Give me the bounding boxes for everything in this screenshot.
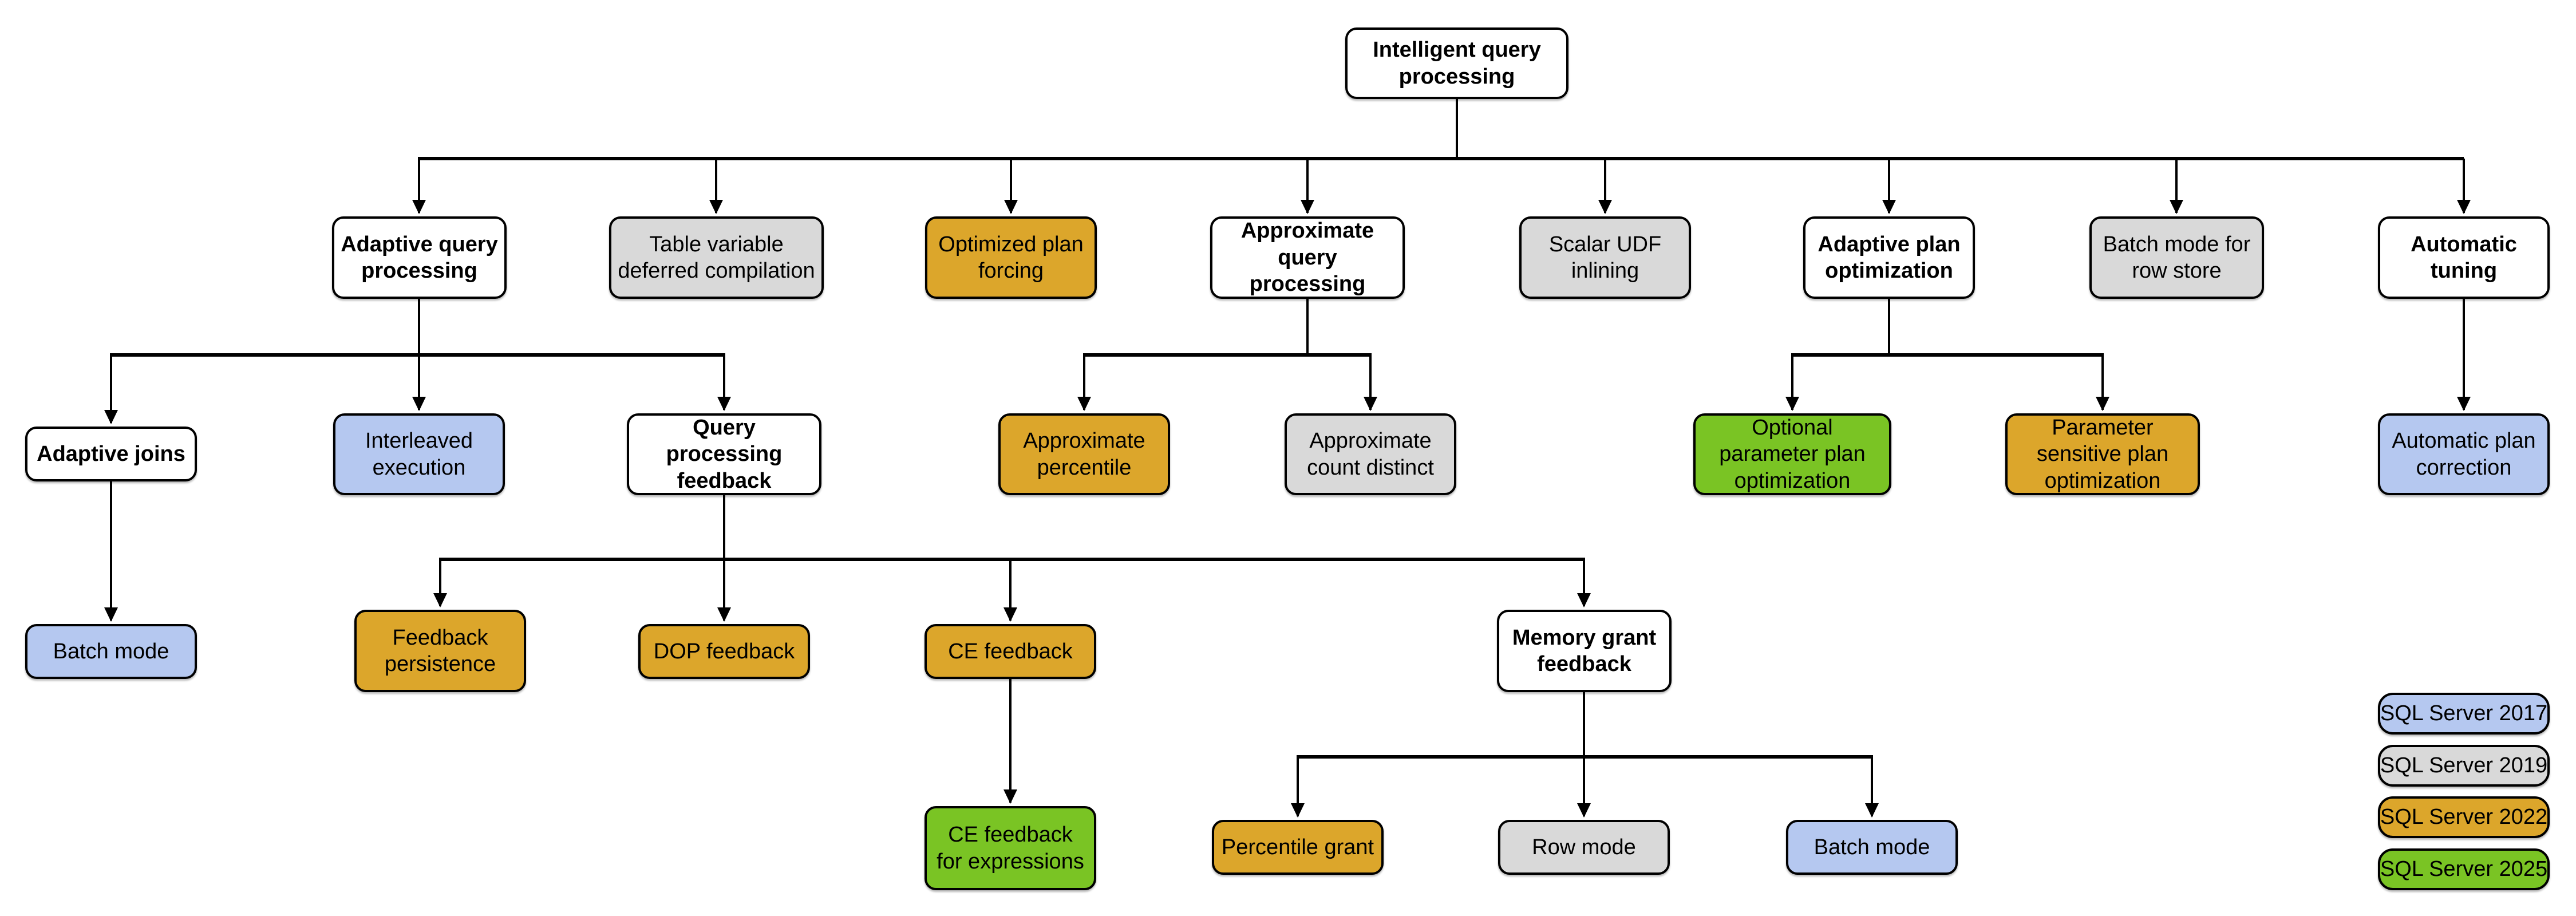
node-optional-parameter-plan-optimization: Optional parameter plan optimization <box>1693 413 1891 495</box>
node-automatic-plan-correction: Automatic plan correction <box>2378 413 2550 495</box>
node-batch-mode-for-row-store: Batch mode for row store <box>2089 216 2264 299</box>
node-percentile-grant: Percentile grant <box>1212 820 1384 875</box>
legend-sql-server-2019: SQL Server 2019 <box>2378 745 2550 787</box>
node-automatic-tuning: Automatic tuning <box>2378 216 2550 299</box>
legend-sql-server-2017: SQL Server 2017 <box>2378 693 2550 735</box>
node-batch-mode-memory-grant: Batch mode <box>1786 820 1958 875</box>
node-scalar-udf-inlining: Scalar UDF inlining <box>1519 216 1691 299</box>
node-optimized-plan-forcing: Optimized plan forcing <box>925 216 1097 299</box>
node-ce-feedback: CE feedback <box>924 624 1096 679</box>
node-memory-grant-feedback: Memory grant feedback <box>1497 610 1672 692</box>
legend-sql-server-2025: SQL Server 2025 <box>2378 848 2550 890</box>
node-interleaved-execution: Interleaved execution <box>333 413 505 495</box>
node-query-processing-feedback: Query processing feedback <box>627 413 821 495</box>
node-intelligent-query-processing: Intelligent query processing <box>1345 27 1568 99</box>
node-parameter-sensitive-plan-optimization: Parameter sensitive plan optimization <box>2005 413 2200 495</box>
node-batch-mode-adaptive-joins: Batch mode <box>25 624 197 679</box>
legend-sql-server-2022: SQL Server 2022 <box>2378 796 2550 838</box>
node-feedback-persistence: Feedback persistence <box>354 610 526 692</box>
node-dop-feedback: DOP feedback <box>638 624 810 679</box>
node-adaptive-plan-optimization: Adaptive plan optimization <box>1803 216 1975 299</box>
node-row-mode: Row mode <box>1498 820 1670 875</box>
node-approximate-percentile: Approximate percentile <box>998 413 1170 495</box>
node-ce-feedback-for-expressions: CE feedback for expressions <box>924 806 1096 890</box>
node-approximate-query-processing: Approximate query processing <box>1210 216 1405 299</box>
node-table-variable-deferred-compilation: Table variable deferred compilation <box>609 216 824 299</box>
node-adaptive-query-processing: Adaptive query processing <box>332 216 507 299</box>
node-approximate-count-distinct: Approximate count distinct <box>1285 413 1456 495</box>
node-adaptive-joins: Adaptive joins <box>25 427 197 481</box>
